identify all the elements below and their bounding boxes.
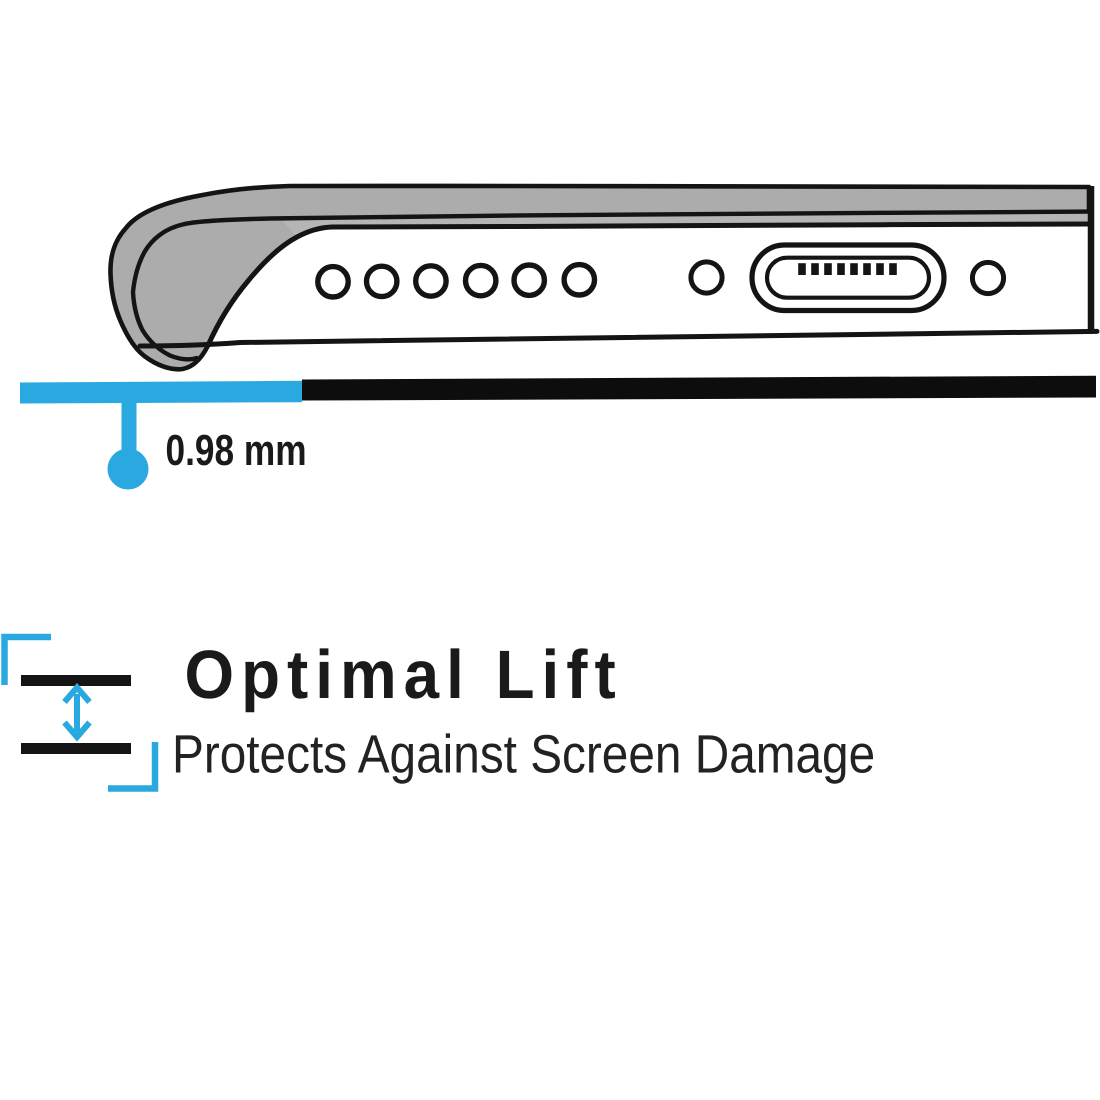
svg-text:Protects Against Screen Damage: Protects Against Screen Damage — [172, 725, 875, 785]
svg-text:0.98 mm: 0.98 mm — [166, 427, 307, 475]
svg-text:Optimal Lift: Optimal Lift — [185, 636, 623, 713]
